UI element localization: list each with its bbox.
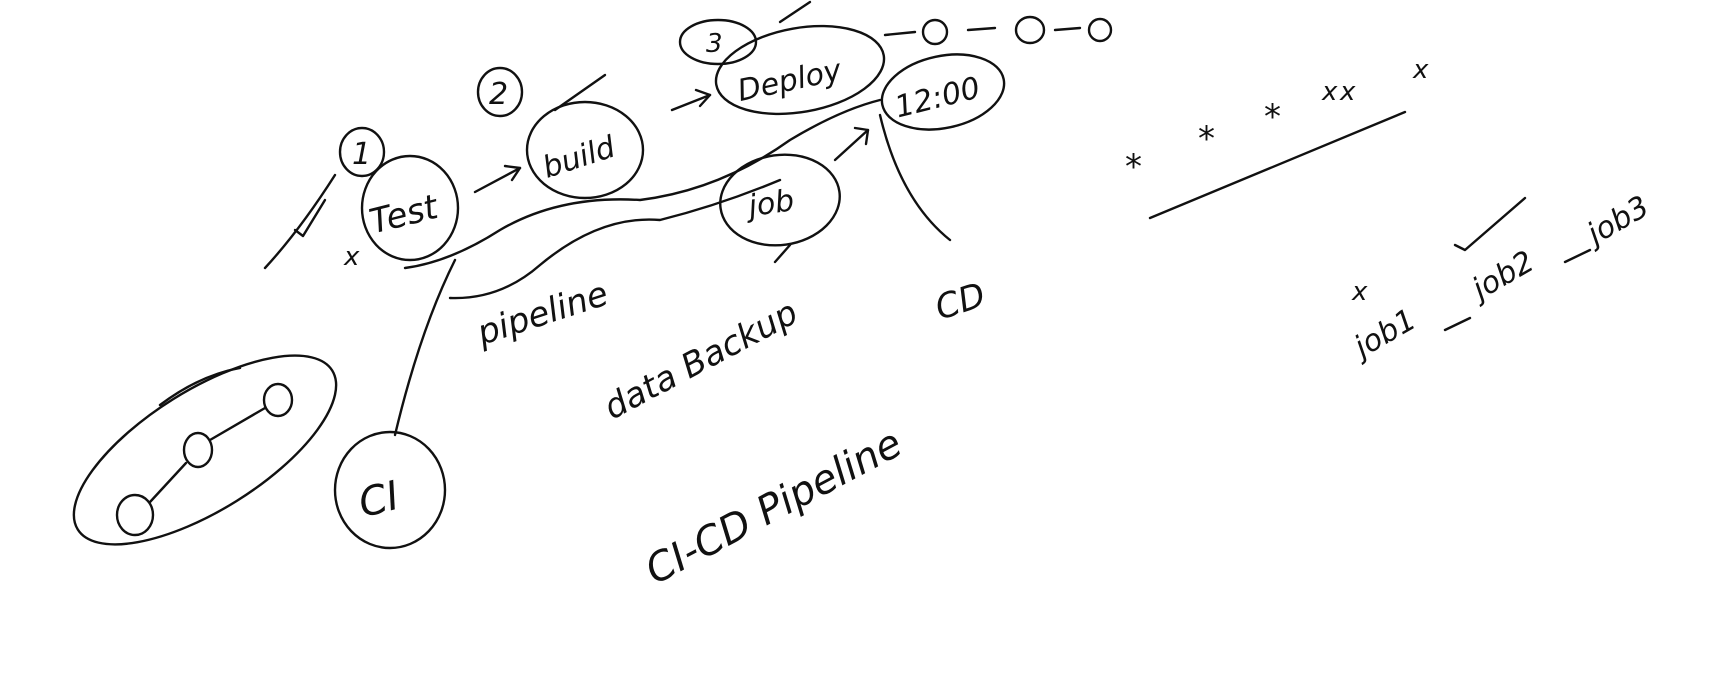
step-1-number: 1	[352, 137, 371, 172]
pipeline-label: pipeline	[471, 274, 613, 354]
x-mark: x	[343, 242, 360, 272]
build-label: build	[538, 129, 620, 185]
job-circle	[719, 153, 841, 247]
x-mark: x	[1351, 277, 1368, 307]
check-mark-stroke	[263, 173, 337, 270]
arrow-test-build	[473, 166, 522, 194]
job-dash	[1443, 316, 1472, 332]
step-1-circle	[338, 126, 386, 178]
job-sequence: x job1 job2 job3	[1345, 189, 1655, 367]
arrow-head	[694, 88, 712, 108]
chain-node	[182, 431, 214, 469]
enclosure-overline	[158, 366, 242, 407]
deploy-circle	[714, 24, 886, 116]
x-mark: x	[1412, 55, 1429, 85]
test-circle	[360, 154, 460, 262]
arrow-head	[853, 126, 870, 146]
stars-row: * * * x x x	[1125, 55, 1429, 220]
arrow-job-time	[833, 128, 870, 162]
cd-label: CD	[930, 275, 990, 328]
star-mark: *	[1198, 119, 1215, 159]
cicd-pipeline-label: CI-CD Pipeline	[638, 420, 909, 593]
step-2-circle	[476, 66, 524, 118]
chain-link	[148, 461, 188, 504]
x-mark: x	[1321, 77, 1338, 107]
arrow-build-deploy	[670, 93, 712, 112]
ci-connector	[393, 258, 457, 437]
deploy-chain-node	[921, 18, 949, 46]
chain-link	[208, 406, 267, 442]
data-backup-label: data Backup	[597, 293, 804, 428]
stars-underline	[1148, 110, 1407, 220]
deploy-link	[883, 30, 917, 37]
pipeline-boundary-bottom	[448, 178, 782, 300]
chain-enclosure	[72, 354, 338, 546]
job-label: job	[742, 183, 796, 225]
ci-node: CI	[333, 258, 457, 550]
cd-connector	[878, 113, 952, 242]
test-stage: 1 Test x	[263, 126, 522, 272]
ci-circle	[333, 430, 447, 550]
job3-label: job3	[1578, 189, 1655, 254]
deploy-label: Deploy	[735, 53, 846, 109]
time-label: 12:00	[891, 71, 983, 126]
x-mark: x	[1339, 77, 1356, 107]
step-2-number: 2	[489, 77, 508, 112]
deploy-chain-node	[1014, 15, 1046, 45]
job2-check	[1453, 196, 1527, 252]
job2-label: job2	[1463, 244, 1540, 309]
chain-node	[115, 493, 155, 537]
build-circle	[525, 100, 645, 200]
job-pointer	[773, 243, 792, 264]
star-mark: *	[1264, 97, 1281, 137]
step-3-number: 3	[706, 29, 723, 59]
test-label: Test	[366, 187, 444, 243]
deploy-link	[1053, 26, 1082, 32]
check-mark	[293, 198, 327, 238]
deploy-chain-node	[1087, 17, 1113, 43]
arrow-head	[503, 164, 522, 182]
deploy-tick	[778, 0, 812, 24]
build-tick	[553, 73, 607, 112]
step-3-circle	[678, 18, 758, 66]
chain-node	[262, 382, 294, 418]
chain-group	[72, 354, 338, 546]
pipeline-boundary-top	[403, 98, 882, 270]
time-circle	[880, 53, 1006, 131]
job-dash	[1563, 248, 1592, 264]
job1-label: job1	[1345, 302, 1422, 367]
star-mark: *	[1125, 147, 1142, 187]
deploy-link	[966, 26, 997, 32]
ci-label: CI	[354, 473, 404, 527]
